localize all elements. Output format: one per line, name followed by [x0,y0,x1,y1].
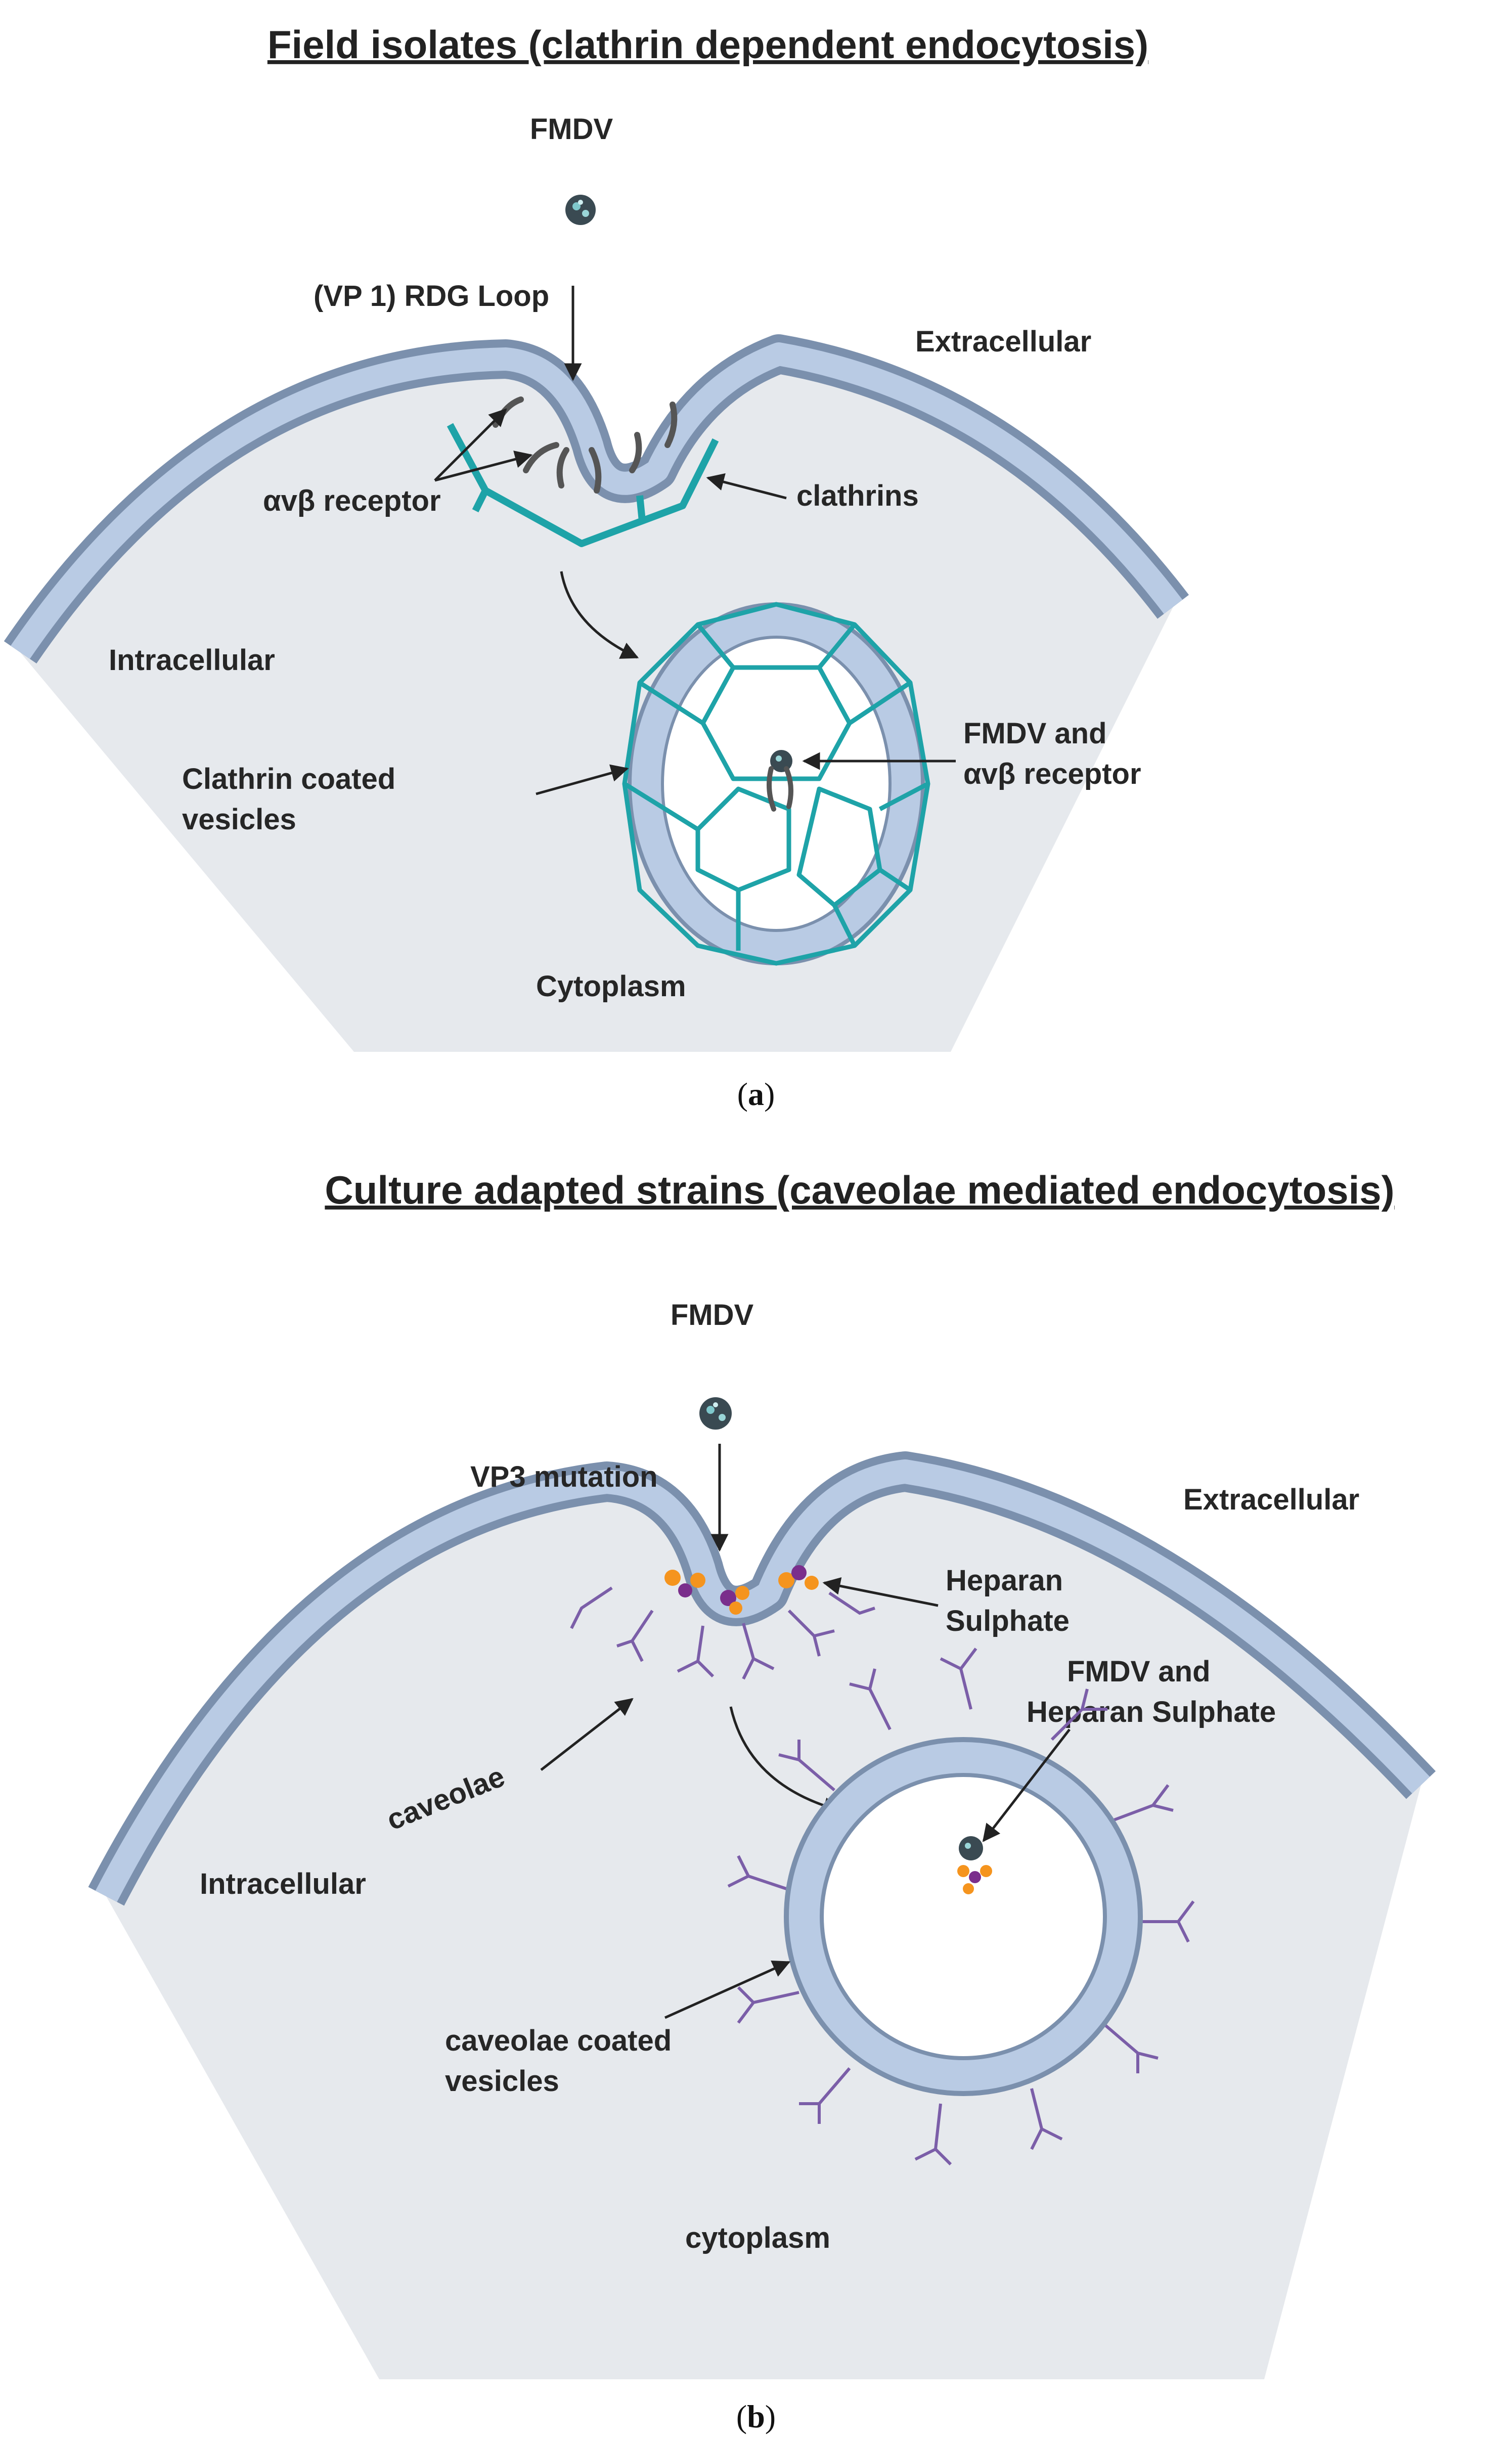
caption-a: (a) [737,1076,775,1112]
arrow-internalisation-a [560,571,639,659]
clathrin-coat [447,423,719,547]
arrow-receptor-2 [434,451,533,482]
label-clathrins: clathrins [796,479,919,512]
avb-receptors [493,396,678,494]
panel-b: Culture adapted strains (caveolae mediat… [88,1168,1436,2434]
clathrin-coated-vesicle [622,602,930,966]
label-caveolae-coated: caveolae coated [445,2024,672,2057]
arrow-receptor-1 [434,408,507,481]
panel-b-cell [106,1472,1421,2379]
panel-a-membrane-core [11,342,1183,659]
label-cytoplasm-a: Cytoplasm [536,970,686,1003]
label-fmdv-b: FMDV [671,1299,754,1331]
heparan-sulphate-clusters [664,1565,819,1615]
caveolae-coated-vesicle [727,1648,1195,2166]
panel-a: Field isolates (clathrin dependent endoc… [4,22,1189,1112]
arrow-caveolae [540,1698,634,1771]
label-cytoplasm-b: cytoplasm [685,2221,830,2254]
label-heparan-sulphate-b: Heparan Sulphate [1027,1696,1276,1728]
label-clathrin-coated: Clathrin coated [182,763,395,795]
panel-a-title: Field isolates (clathrin dependent endoc… [268,22,1148,67]
label-caveolae-vesicles: vesicles [445,2065,559,2098]
label-fmdv-a: FMDV [530,113,613,146]
arrow-caveolae-vesicle [664,1960,791,2019]
fmdv-particle-a [565,195,596,225]
arrow-heparan [822,1577,939,1607]
caption-b: (b) [736,2398,776,2434]
label-avb-receptor-2: αvβ receptor [963,758,1141,790]
label-clathrin-vesicles: vesicles [182,803,296,836]
label-avb-receptor: αvβ receptor [263,484,441,517]
clathrin-spoke [472,488,489,513]
arrow-clathrins [706,473,787,500]
label-heparan: Heparan [946,1564,1063,1597]
fmdv-particle-b [699,1397,732,1430]
clathrin-spoke [636,495,646,521]
arrow-fmdv-heparan [982,1728,1071,1842]
panel-b-title: Culture adapted strains (caveolae mediat… [325,1168,1394,1212]
label-fmdv-and-b: FMDV and [1067,1655,1211,1688]
label-vp3-mutation: VP3 mutation [470,1460,658,1493]
caveolae-filaments [570,1586,875,1680]
label-sulphate: Sulphate [946,1605,1070,1637]
arrow-internalisation-b [729,1706,841,1815]
label-extracellular-a: Extracellular [915,325,1091,358]
arrow-clathrin-vesicle [536,764,629,795]
label-rdg-loop: (VP 1) RDG Loop [314,280,549,313]
label-intracellular-b: Intracellular [200,1868,366,1900]
label-fmdv-and-a: FMDV and [963,717,1107,750]
label-intracellular-a: Intracellular [109,644,275,677]
label-extracellular-b: Extracellular [1183,1483,1359,1516]
